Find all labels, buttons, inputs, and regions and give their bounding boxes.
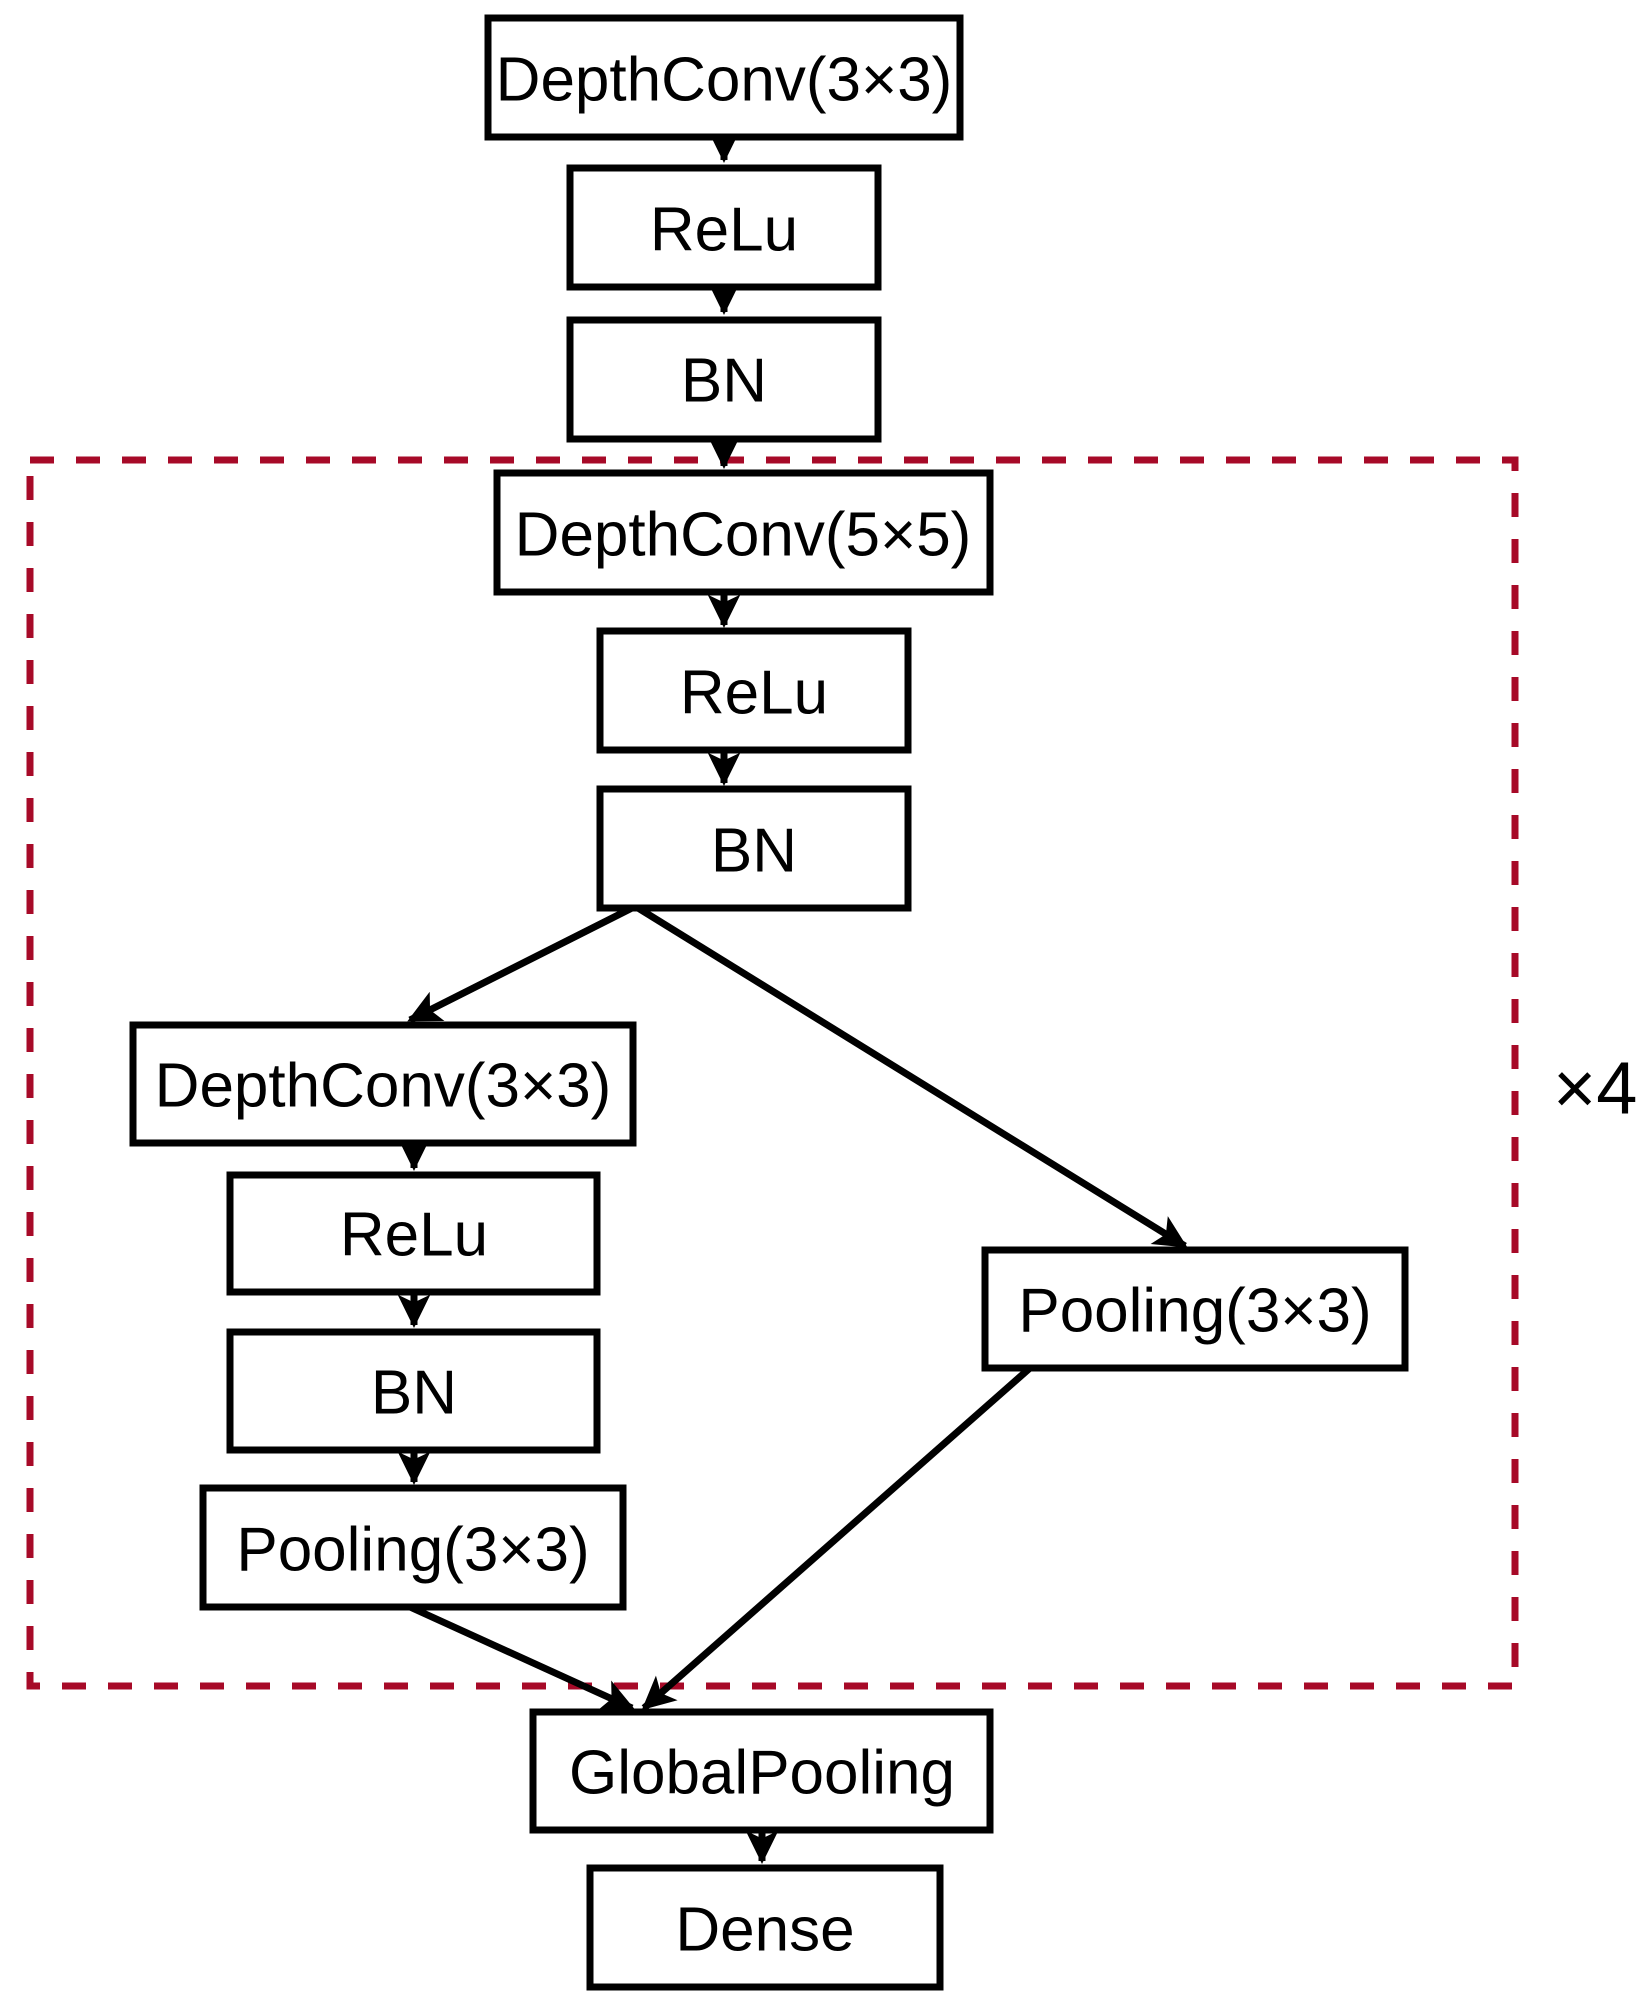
node-pooling-right[interactable]: Pooling(3×3) <box>981 1246 1409 1372</box>
node-label-bn-top: BN <box>681 347 767 416</box>
node-label-globalpooling: GlobalPooling <box>569 1739 955 1808</box>
node-relu-left[interactable]: ReLu <box>226 1171 601 1296</box>
node-label-relu-mid: ReLu <box>680 659 828 728</box>
node-depthconv3-left[interactable]: DepthConv(3×3) <box>129 1021 637 1147</box>
edge-bnmid-to-depthconv3left <box>407 904 634 1024</box>
node-bn-top[interactable]: BN <box>566 316 882 443</box>
repeat-count-label: ×4 <box>1553 1047 1637 1130</box>
node-bn-left[interactable]: BN <box>226 1328 601 1454</box>
node-label-relu-left: ReLu <box>340 1201 488 1270</box>
node-depthconv3-top[interactable]: DepthConv(3×3) <box>484 14 964 141</box>
node-label-dense: Dense <box>675 1896 854 1965</box>
node-label-bn-left: BN <box>371 1359 457 1428</box>
node-label-depthconv5: DepthConv(5×5) <box>515 501 972 570</box>
edge-poolingright-to-globalpooling <box>641 1365 1033 1711</box>
node-bn-mid[interactable]: BN <box>596 785 912 912</box>
node-label-pooling-right: Pooling(3×3) <box>1018 1277 1371 1346</box>
node-label-bn-mid: BN <box>711 817 797 886</box>
node-dense[interactable]: Dense <box>586 1864 944 1991</box>
repeat-group-boundary <box>26 456 1519 1690</box>
node-label-depthconv3-top: DepthConv(3×3) <box>496 46 953 115</box>
node-label-pooling-left: Pooling(3×3) <box>236 1516 589 1585</box>
node-globalpooling[interactable]: GlobalPooling <box>529 1708 994 1834</box>
node-depthconv5[interactable]: DepthConv(5×5) <box>493 469 994 596</box>
edge-bnmid-to-poolingright <box>636 905 1188 1249</box>
node-relu-top[interactable]: ReLu <box>566 164 882 291</box>
node-label-relu-top: ReLu <box>650 196 798 265</box>
node-pooling-left[interactable]: Pooling(3×3) <box>199 1484 627 1611</box>
edge-poolingleft-to-globalpooling <box>408 1603 635 1712</box>
node-relu-mid[interactable]: ReLu <box>596 627 912 754</box>
node-label-depthconv3-left: DepthConv(3×3) <box>155 1052 612 1121</box>
